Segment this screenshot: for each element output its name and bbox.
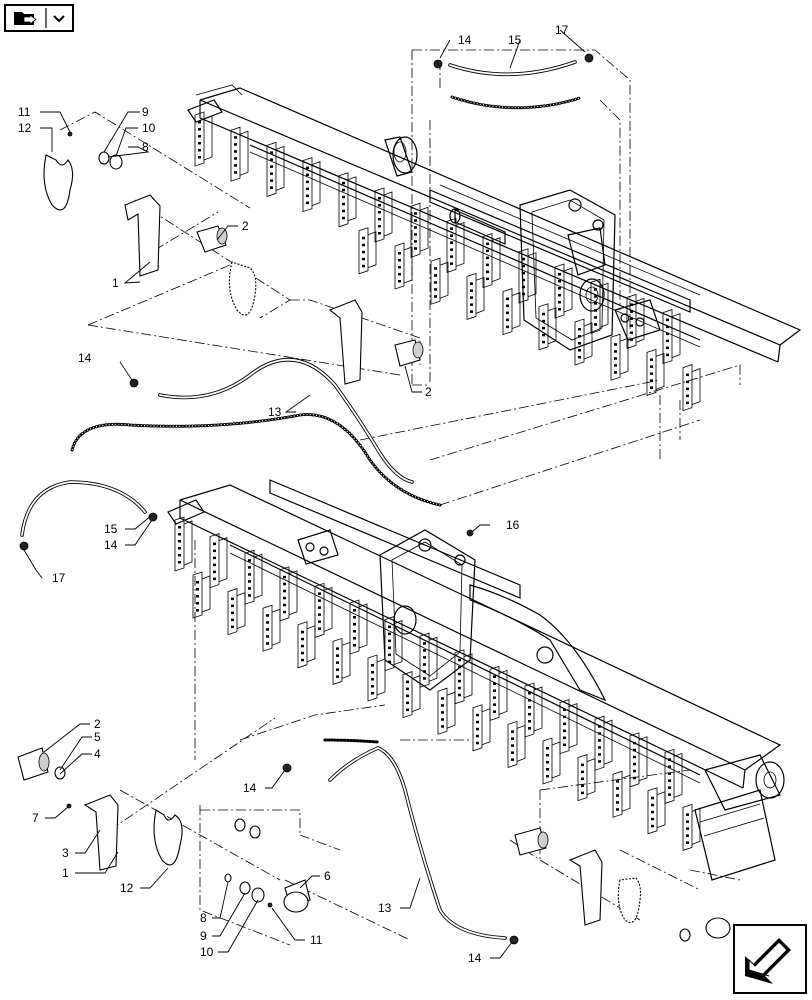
callout-17-left: 17 [52,571,66,585]
lower-toolbar-frame [167,479,785,881]
upper-toolbar-frame [187,84,802,363]
callout-2: 2 [242,219,249,233]
callout-9: 9 [142,105,149,119]
assembly-phantom-lines [59,49,741,946]
callout-13-lower: 13 [378,901,392,915]
upper-row-brackets [194,111,701,412]
lower-row-brackets [174,516,701,851]
callout-8: 8 [142,140,149,154]
callout-14-top: 14 [458,33,472,47]
hydraulic-hoses [20,60,582,940]
callouts: 1 2 2 8 9 10 11 12 13 14 14 15 17 16 15 … [18,23,586,965]
callout-13: 13 [268,405,282,419]
page-navigation-arrow-icon [745,938,791,984]
callout-10: 10 [142,121,156,135]
callout-3: 3 [62,846,69,860]
callout-9-lower: 9 [200,929,207,943]
callout-1-lower: 1 [62,866,69,880]
callout-2-roller: 2 [425,385,432,399]
callout-1: 1 [112,276,119,290]
small-parts [17,53,731,945]
folder-arrow-icon [14,8,65,28]
callout-12: 12 [18,121,32,135]
top-nav-button[interactable] [4,4,74,32]
callout-7: 7 [32,811,39,825]
callout-14-bottom: 14 [468,951,482,965]
callout-6: 6 [324,869,331,883]
callout-16: 16 [506,518,520,532]
next-page-button[interactable] [733,924,807,994]
callout-14-left: 14 [78,351,92,365]
callout-14-lower: 14 [243,781,257,795]
callout-5: 5 [94,730,101,744]
callout-11: 11 [18,105,31,119]
callout-10-lower: 10 [200,945,214,959]
callout-12-lower: 12 [120,881,134,895]
callout-15-left: 15 [104,522,118,536]
callout-14-mid: 14 [104,538,118,552]
callout-8-lower: 8 [200,911,207,925]
callout-17-top: 17 [555,23,569,37]
callout-15-top: 15 [508,33,522,47]
callout-2-lower: 2 [94,717,101,731]
callout-11-lower: 11 [310,933,323,947]
callout-4: 4 [94,747,101,761]
